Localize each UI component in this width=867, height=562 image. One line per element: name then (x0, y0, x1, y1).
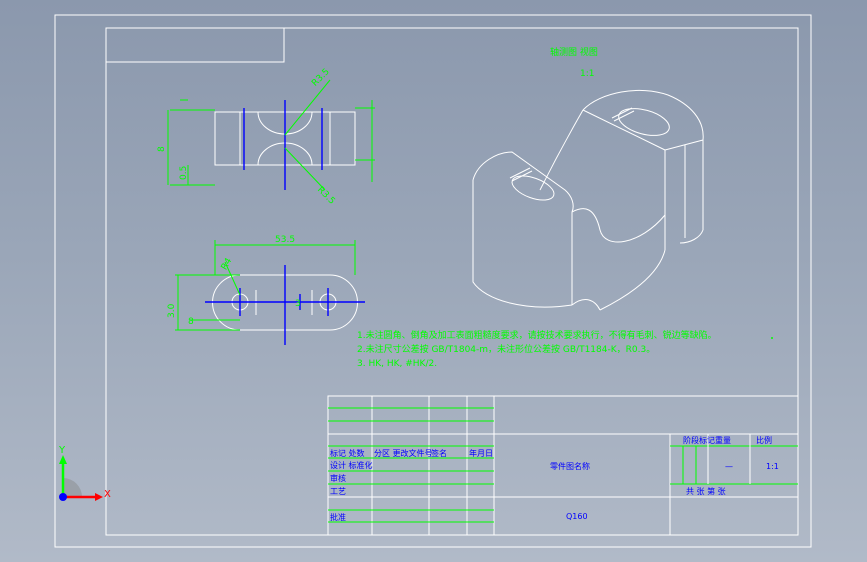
dim-top-small: 0.5 (179, 166, 189, 180)
tb-part-name: 零件图名称 (550, 461, 590, 471)
tb-scale-value: 1:1 (766, 462, 779, 471)
dim-front-length: 53.5 (275, 235, 295, 245)
isometric-view: 轴测图 视图 1:1 (472, 46, 704, 311)
tb-stage-header: 阶段标记 (683, 435, 715, 445)
tb-sheet-label: 共 张 第 张 (686, 486, 726, 496)
dim-top-radius-b: R3.5 (315, 185, 337, 207)
tb-scale-header: 比例 (756, 435, 772, 445)
note-3: 3. HK, HK, #HK/2. (357, 359, 437, 369)
ucs-y-label: Y (58, 445, 66, 456)
tb-label-design: 设计 标准化 (330, 460, 373, 470)
tb-row-sign: 签名 (431, 448, 447, 458)
top-view: R3.5 8 0.5 R3.5 (157, 67, 375, 207)
front-view-outline (212, 274, 358, 331)
technical-notes: 1.未注圆角、倒角及加工表面粗糙度要求，请按技术要求执行，不得有毛刺、锐边等缺陷… (357, 329, 773, 369)
dim-top-radius: R3.5 (310, 67, 332, 89)
tb-row-mark: 标记 处数 (330, 448, 365, 458)
note-1: 1.未注圆角、倒角及加工表面粗糙度要求，请按技术要求执行，不得有毛刺、锐边等缺陷… (357, 329, 717, 341)
dim-front-radius: R4 (220, 256, 235, 272)
tb-mass-header: 重量 (715, 435, 731, 445)
iso-view-scale: 1:1 (580, 69, 594, 79)
tb-row-date: 年月日 (469, 448, 493, 458)
code-box (105, 27, 285, 63)
dim-front-width: 3.0 (167, 303, 177, 318)
tb-part-code: Q160 (566, 512, 588, 521)
tb-row-zone: 分区 更改文件号 (374, 448, 433, 458)
title-block: 标记 处数 分区 更改文件号 签名 年月日 设计 标准化 审核 工艺 批准 零件… (327, 395, 799, 536)
sheet-inner-border (105, 27, 799, 536)
tb-label-approve: 批准 (330, 512, 346, 522)
dim-top-height: 8 (157, 146, 167, 152)
note-2: 2.未注尺寸公差按 GB/T1804-m，未注形位公差按 GB/T1184-K，… (357, 343, 655, 355)
title-block-frame (327, 395, 799, 536)
dim-front-height: 8 (188, 317, 194, 327)
ucs-x-label: X (104, 489, 111, 500)
sheet-outer-border (54, 14, 812, 548)
ucs-icon: Y X (58, 445, 111, 501)
tb-label-review: 审核 (330, 473, 346, 483)
tb-label-process: 工艺 (330, 487, 346, 496)
iso-view-title: 轴测图 视图 (550, 46, 598, 58)
front-view: 53.5 R4 3 3.0 8 (167, 235, 365, 345)
dim-front-hole: 3 (295, 299, 301, 309)
tb-mass-value: — (725, 462, 733, 471)
